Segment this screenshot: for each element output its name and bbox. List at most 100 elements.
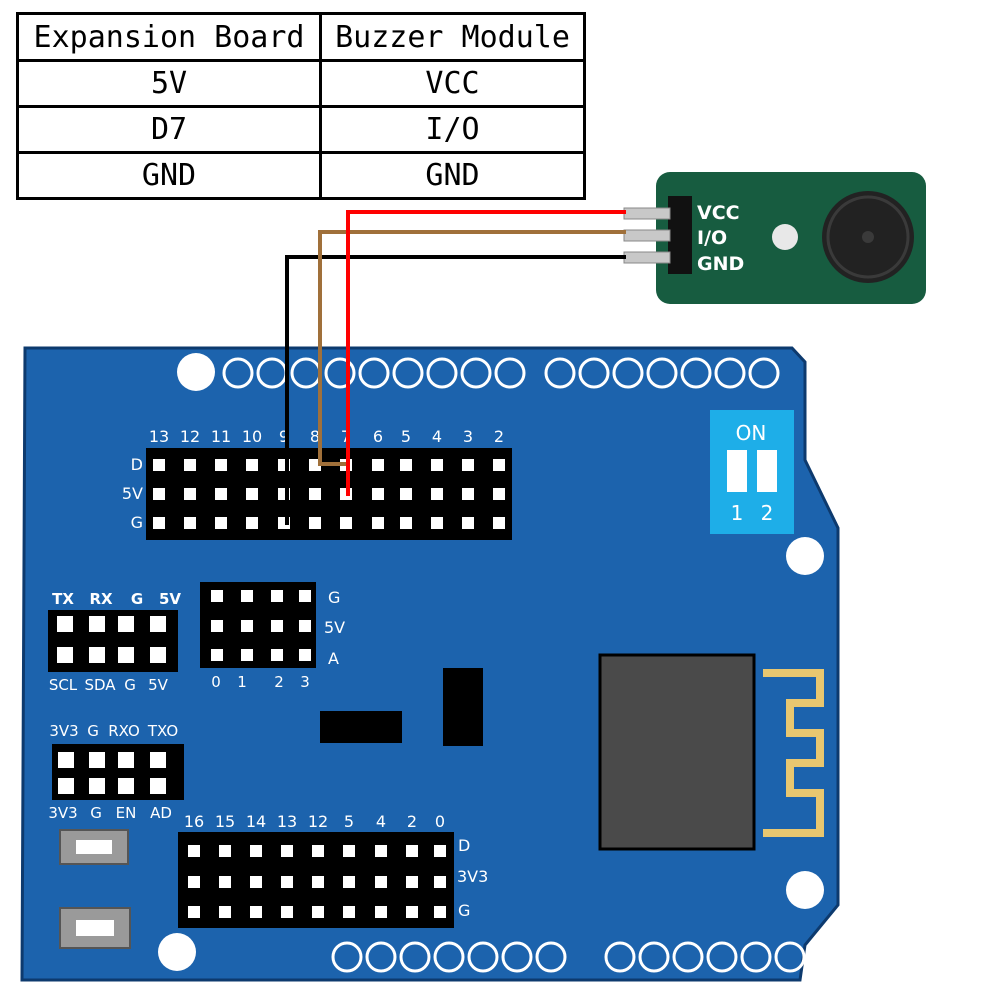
header-pin xyxy=(312,906,324,918)
header-pin xyxy=(219,876,231,888)
header-pin xyxy=(623,251,671,264)
wire-io xyxy=(318,230,626,466)
header-hole xyxy=(494,357,526,389)
header-hole xyxy=(433,941,465,973)
header-pin xyxy=(57,616,73,632)
header-pin xyxy=(89,778,105,794)
header-pin xyxy=(215,488,227,500)
header-pin xyxy=(241,590,253,602)
dip-switch-number: 1 xyxy=(731,501,744,525)
header-pin xyxy=(184,517,196,529)
header-pin xyxy=(372,459,384,471)
wire-gnd xyxy=(285,255,626,525)
header-pin xyxy=(299,620,311,632)
header-hole xyxy=(740,941,772,973)
pin-number: 13 xyxy=(149,427,169,446)
header-hole xyxy=(714,357,746,389)
gpio-row-label: D xyxy=(458,836,470,855)
header-pin xyxy=(150,616,166,632)
uart-label: SCL xyxy=(49,676,78,694)
header-pin xyxy=(219,906,231,918)
header-pin xyxy=(434,845,446,857)
gpio-row-label: G xyxy=(458,901,470,920)
header-pin xyxy=(375,845,387,857)
header-pin xyxy=(271,620,283,632)
header-pin xyxy=(118,778,134,794)
header-pin xyxy=(188,876,200,888)
header-hole xyxy=(604,941,636,973)
header-pin xyxy=(400,459,412,471)
header-pin xyxy=(57,647,73,663)
header-pin xyxy=(434,906,446,918)
header-pin xyxy=(431,517,443,529)
header-pin xyxy=(281,906,293,918)
header-pin xyxy=(246,517,258,529)
dip-switch[interactable]: ON 1 2 xyxy=(710,410,794,534)
header-hole xyxy=(612,357,644,389)
header-pin xyxy=(188,845,200,857)
header-pin xyxy=(281,845,293,857)
dip-switch-lever-1[interactable] xyxy=(727,450,747,492)
header-pin xyxy=(271,590,283,602)
table-cell: GND xyxy=(319,151,586,200)
analog-pin-number: 0 xyxy=(211,673,221,691)
header-pin xyxy=(400,488,412,500)
header-pin xyxy=(250,906,262,918)
push-button[interactable] xyxy=(59,907,131,949)
header-pin xyxy=(89,752,105,768)
header-pin xyxy=(299,590,311,602)
header-hole xyxy=(748,357,780,389)
table-cell: D7 xyxy=(16,105,322,154)
header-hole xyxy=(501,941,533,973)
header-pin xyxy=(153,517,165,529)
digital-header xyxy=(146,448,512,540)
table-cell: I/O xyxy=(319,105,586,154)
digital-header-row-labels: D 5V G xyxy=(122,455,143,532)
mounting-hole xyxy=(158,933,196,971)
header-hole xyxy=(324,357,356,389)
table-cell: GND xyxy=(16,151,322,200)
header-pin xyxy=(312,845,324,857)
esp-label: 3V3 xyxy=(49,722,78,740)
header-pin xyxy=(211,620,223,632)
header-pin xyxy=(493,488,505,500)
gpio-number: 13 xyxy=(277,812,297,831)
row-label: 5V xyxy=(122,484,143,503)
analog-pin-number: 3 xyxy=(300,673,310,691)
mounting-hole xyxy=(786,537,824,575)
header-pin xyxy=(58,778,74,794)
header-pin xyxy=(343,876,355,888)
esp-label: AD xyxy=(150,804,172,822)
header-pin xyxy=(89,616,105,632)
push-button[interactable] xyxy=(59,829,129,865)
header-pin xyxy=(246,459,258,471)
esp-header: 3V3 G RXO TXO 3V3 G EN AD xyxy=(48,722,184,822)
buzzer-icon-ring xyxy=(826,195,910,279)
uart-label: RX xyxy=(89,590,113,608)
header-pin xyxy=(184,488,196,500)
header-pin xyxy=(406,906,418,918)
buzzer-icon-center xyxy=(862,231,874,243)
header-hole xyxy=(365,941,397,973)
uart-label: G xyxy=(124,676,136,694)
esp-label: 3V3 xyxy=(48,804,77,822)
header-pin xyxy=(462,459,474,471)
header-pin xyxy=(372,488,384,500)
table-header-cell: Expansion Board xyxy=(16,12,322,62)
pin-number: 12 xyxy=(180,427,200,446)
dip-switch-lever-2[interactable] xyxy=(757,450,777,492)
header-hole xyxy=(672,941,704,973)
header-pin xyxy=(89,647,105,663)
header-pin xyxy=(299,649,311,661)
uart-label: 5V xyxy=(159,590,181,608)
header-pin xyxy=(493,517,505,529)
gpio-header: 16 15 14 13 12 5 4 2 0 D 3V3 G xyxy=(178,812,488,928)
gpio-row-label: 3V3 xyxy=(457,867,488,886)
row-label: D xyxy=(131,455,143,474)
header-pin xyxy=(623,229,671,242)
uart-label: 5V xyxy=(148,676,169,694)
header-pin xyxy=(340,517,352,529)
pin-number: 11 xyxy=(211,427,231,446)
uart-label: TX xyxy=(52,590,74,608)
gpio-pins xyxy=(188,845,446,918)
